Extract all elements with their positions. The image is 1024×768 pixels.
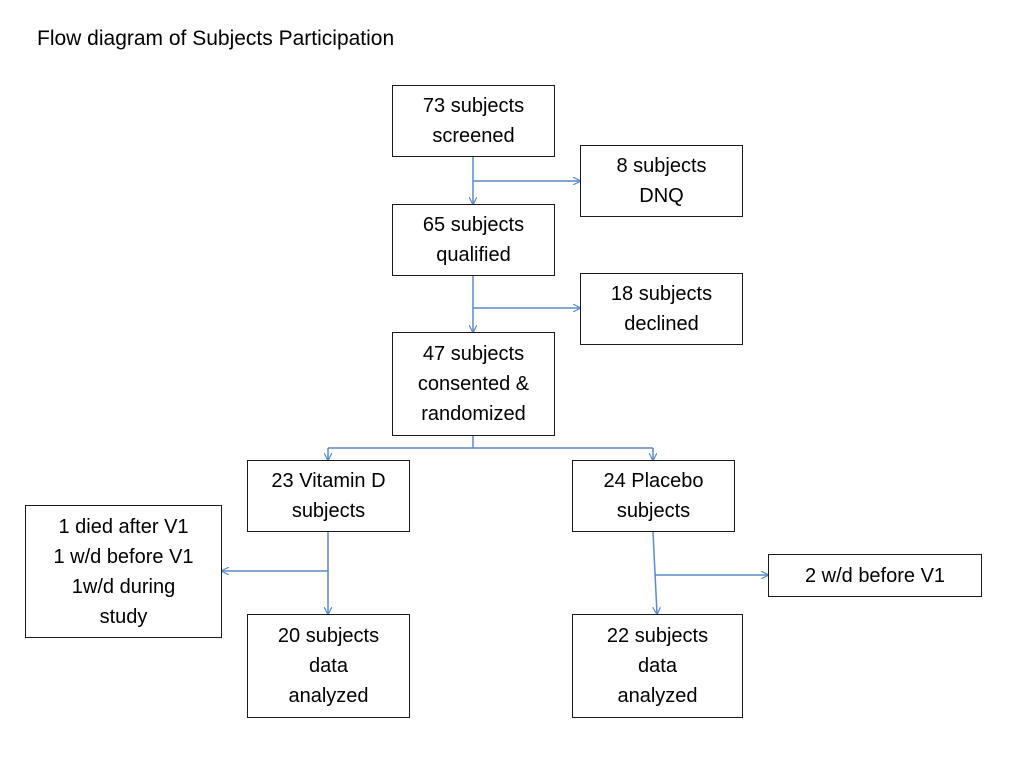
box-dnq: 8 subjects DNQ <box>580 145 743 217</box>
box-placebo-exclusions: 2 w/d before V1 <box>768 554 982 597</box>
box-qualified: 65 subjects qualified <box>392 204 555 276</box>
diagram-title: Flow diagram of Subjects Participation <box>37 27 395 50</box>
box-vitamin-d-exclusions: 1 died after V1 1 w/d before V1 1w/d dur… <box>25 505 222 638</box>
box-declined: 18 subjects declined <box>580 273 743 345</box>
box-randomized: 47 subjects consented & randomized <box>392 332 555 436</box>
box-placebo-analyzed: 22 subjects data analyzed <box>572 614 743 718</box>
box-placebo: 24 Placebo subjects <box>572 460 735 532</box>
box-vitamin-d-analyzed: 20 subjects data analyzed <box>247 614 410 718</box>
box-screened: 73 subjects screened <box>392 85 555 157</box>
arrow-placebo-to-analyzed <box>652 531 657 614</box>
box-vitamin-d: 23 Vitamin D subjects <box>247 460 410 532</box>
